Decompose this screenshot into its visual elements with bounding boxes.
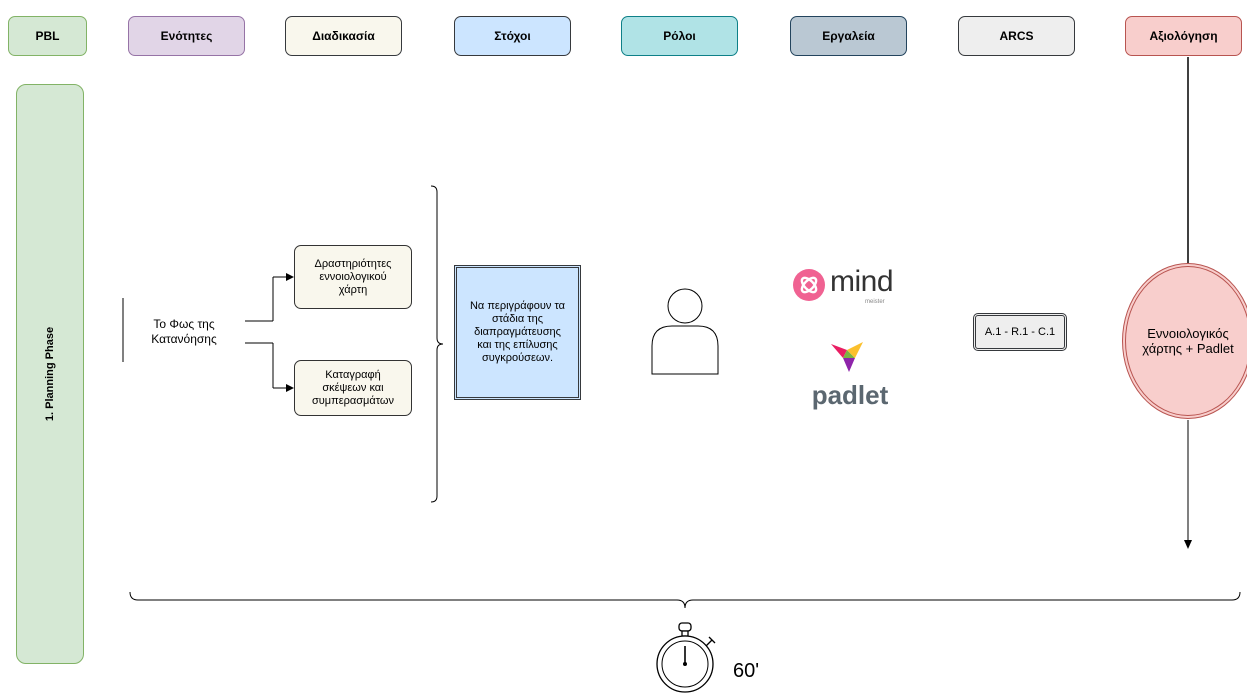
arcs-value: A.1 - R.1 - C.1 — [984, 326, 1056, 338]
goal-line-1: Να περιγράφουν τα — [469, 300, 566, 312]
mindmeister-logo: mind meister — [792, 265, 912, 310]
process-step-2: Καταγραφή σκέψεων και συμπερασμάτων — [294, 360, 412, 416]
process-step-2-line-2: σκέψεων και — [322, 381, 384, 394]
header-arcs: ARCS — [958, 16, 1075, 56]
header-ergaleia: Εργαλεία — [790, 16, 907, 56]
mindmeister-wordmark: mind — [830, 265, 894, 298]
goal-line-2: στάδια της — [491, 313, 544, 325]
process-step-1-line-1: Δραστηριότητες — [314, 257, 392, 270]
header-roloi: Ρόλοι — [621, 16, 738, 56]
phase-lane: 1. Planning Phase — [16, 84, 84, 664]
header-axiologisi: Αξιολόγηση — [1125, 16, 1242, 56]
header-pbl: PBL — [8, 16, 87, 56]
header-diadikasia: Διαδικασία — [285, 16, 402, 56]
goal-line-3: διαπραγμάτευσης — [474, 326, 561, 338]
assessment-line-1: Εννοιολογικός — [1147, 326, 1229, 341]
assessment-line-2: χάρτης + Padlet — [1142, 341, 1234, 356]
topic-text: Το Φως της Κατανόησης — [134, 317, 234, 347]
header-enotites: Ενότητες — [128, 16, 245, 56]
goal-line-4: και της επίλυσης — [477, 339, 558, 351]
process-step-1-line-3: χάρτη — [338, 283, 368, 296]
arcs-value-box: A.1 - R.1 - C.1 — [973, 313, 1067, 351]
goal-box: Να περιγράφουν τα στάδια της διαπραγμάτε… — [454, 265, 581, 400]
mindmeister-icon — [793, 269, 825, 301]
person-icon — [651, 288, 719, 375]
duration-label: 60' — [733, 660, 760, 682]
mindmeister-subtext: meister — [865, 299, 885, 305]
goal-line-5: συγκρούσεων. — [481, 352, 554, 364]
process-step-2-line-3: συμπερασμάτων — [311, 394, 395, 407]
topic-line-2: Κατανόησης — [151, 332, 217, 346]
topic-line-1: Το Φως της — [153, 317, 215, 331]
process-step-1-line-2: εννοιολογικού — [319, 270, 387, 283]
assessment-circle: Εννοιολογικός χάρτης + Padlet — [1122, 263, 1247, 419]
stopwatch-icon — [656, 622, 716, 693]
process-step-1: Δραστηριότητες εννοιολογικού χάρτη — [294, 245, 412, 309]
padlet-bird-icon — [831, 342, 863, 372]
header-stoxoi: Στόχοι — [454, 16, 571, 56]
padlet-wordmark: padlet — [811, 380, 889, 410]
process-step-2-line-1: Καταγραφή — [325, 368, 381, 381]
